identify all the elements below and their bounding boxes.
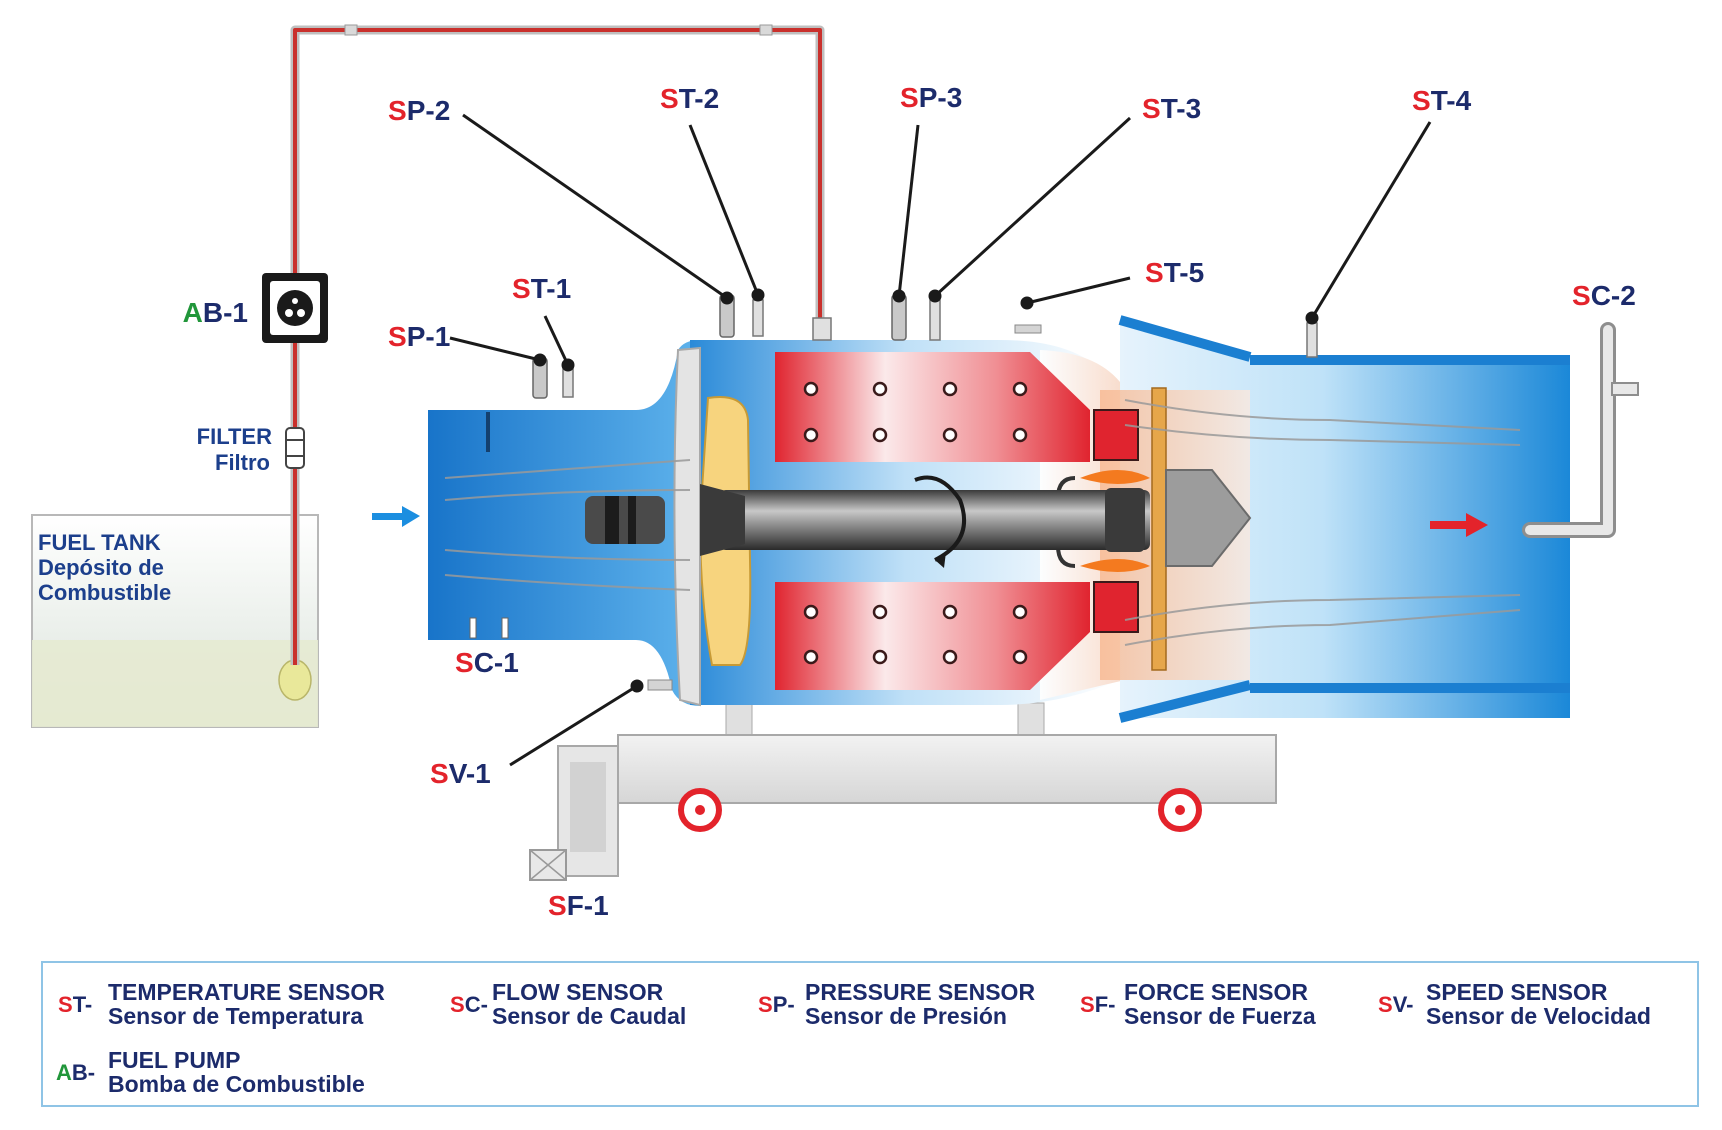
legend-item-pressure: SP- PRESSURE SENSOR Sensor de Presión bbox=[758, 979, 1035, 1029]
fuel-strainer-icon bbox=[278, 659, 312, 701]
label-sf1: SF-1 bbox=[548, 890, 609, 921]
shaft bbox=[720, 490, 1150, 550]
svg-text:AB-: AB- bbox=[56, 1060, 95, 1085]
flame-icon bbox=[1080, 470, 1150, 572]
fuel-line bbox=[290, 24, 825, 665]
legend-item-temperature: ST- TEMPERATURE SENSOR Sensor de Tempera… bbox=[58, 979, 385, 1029]
svg-text:SF-: SF- bbox=[1080, 992, 1115, 1017]
svg-text:PRESSURE SENSOR: PRESSURE SENSOR bbox=[805, 979, 1035, 1005]
svg-text:Sensor de Caudal: Sensor de Caudal bbox=[492, 1003, 686, 1029]
tank-label-line1: FUEL TANK bbox=[38, 530, 161, 555]
tank-label-line2: Depósito de bbox=[38, 555, 164, 580]
legend-item-fuel-pump: AB- FUEL PUMP Bomba de Combustible bbox=[56, 1047, 365, 1097]
svg-text:Sensor de Presión: Sensor de Presión bbox=[805, 1003, 1007, 1029]
filter-label-es: Filtro bbox=[215, 450, 270, 475]
combustor-top bbox=[775, 352, 1090, 462]
leader-lines bbox=[449, 113, 1432, 767]
svg-text:SC-: SC- bbox=[450, 992, 488, 1017]
spinner-nose bbox=[585, 496, 665, 544]
legend: ST- TEMPERATURE SENSOR Sensor de Tempera… bbox=[41, 961, 1699, 1107]
svg-text:Sensor de Fuerza: Sensor de Fuerza bbox=[1124, 1003, 1316, 1029]
label-sp3: SP-3 bbox=[900, 82, 962, 113]
svg-text:Sensor de Temperatura: Sensor de Temperatura bbox=[108, 1003, 363, 1029]
svg-text:FUEL PUMP: FUEL PUMP bbox=[108, 1047, 240, 1073]
svg-text:SP-: SP- bbox=[758, 992, 795, 1017]
fuel-pump-icon bbox=[262, 273, 328, 343]
wheel-icon bbox=[678, 788, 722, 832]
svg-text:TEMPERATURE SENSOR: TEMPERATURE SENSOR bbox=[108, 979, 385, 1005]
airflow-lines bbox=[444, 399, 1521, 646]
label-sp1: SP-1 bbox=[388, 321, 450, 352]
tank-label-line3: Combustible bbox=[38, 580, 171, 605]
svg-text:FLOW SENSOR: FLOW SENSOR bbox=[492, 979, 664, 1005]
label-st2: ST-2 bbox=[660, 83, 719, 114]
label-sp2: SP-2 bbox=[388, 95, 450, 126]
label-st4: ST-4 bbox=[1412, 85, 1472, 116]
svg-text:Sensor de Velocidad: Sensor de Velocidad bbox=[1426, 1003, 1651, 1029]
label-sv1: SV-1 bbox=[430, 758, 491, 789]
svg-text:SPEED SENSOR: SPEED SENSOR bbox=[1426, 979, 1608, 1005]
support-frame bbox=[529, 702, 1277, 881]
combustor-bottom bbox=[775, 582, 1090, 690]
engine bbox=[372, 315, 1639, 723]
wheel-icon bbox=[1158, 788, 1202, 832]
label-st3: ST-3 bbox=[1142, 93, 1201, 124]
outflow-arrow-icon bbox=[1430, 513, 1488, 537]
label-ab1: AB-1 bbox=[183, 297, 248, 328]
fuel-tank: FUEL TANK Depósito de Combustible bbox=[31, 514, 319, 728]
label-st5: ST-5 bbox=[1145, 257, 1204, 288]
tail-cone bbox=[1165, 469, 1252, 567]
inflow-arrow-icon bbox=[372, 506, 420, 527]
label-st1: ST-1 bbox=[512, 273, 571, 304]
svg-text:ST-: ST- bbox=[58, 992, 92, 1017]
legend-item-flow: SC- FLOW SENSOR Sensor de Caudal bbox=[450, 979, 686, 1029]
inlet-duct bbox=[428, 340, 700, 706]
svg-text:Bomba de Combustible: Bomba de Combustible bbox=[108, 1071, 365, 1097]
compressor-fan bbox=[673, 346, 701, 707]
legend-item-force: SF- FORCE SENSOR Sensor de Fuerza bbox=[1080, 979, 1316, 1029]
fuel-filter-icon bbox=[285, 427, 305, 469]
label-sc2: SC-2 bbox=[1572, 280, 1636, 311]
label-sc1: SC-1 bbox=[455, 647, 519, 678]
rotation-arrow-icon bbox=[914, 475, 966, 562]
legend-item-speed: SV- SPEED SENSOR Sensor de Velocidad bbox=[1378, 979, 1651, 1029]
filter-label: FILTER bbox=[197, 424, 272, 449]
svg-text:FORCE SENSOR: FORCE SENSOR bbox=[1124, 979, 1308, 1005]
combustor-holes bbox=[803, 381, 1028, 665]
svg-text:SV-: SV- bbox=[1378, 992, 1413, 1017]
